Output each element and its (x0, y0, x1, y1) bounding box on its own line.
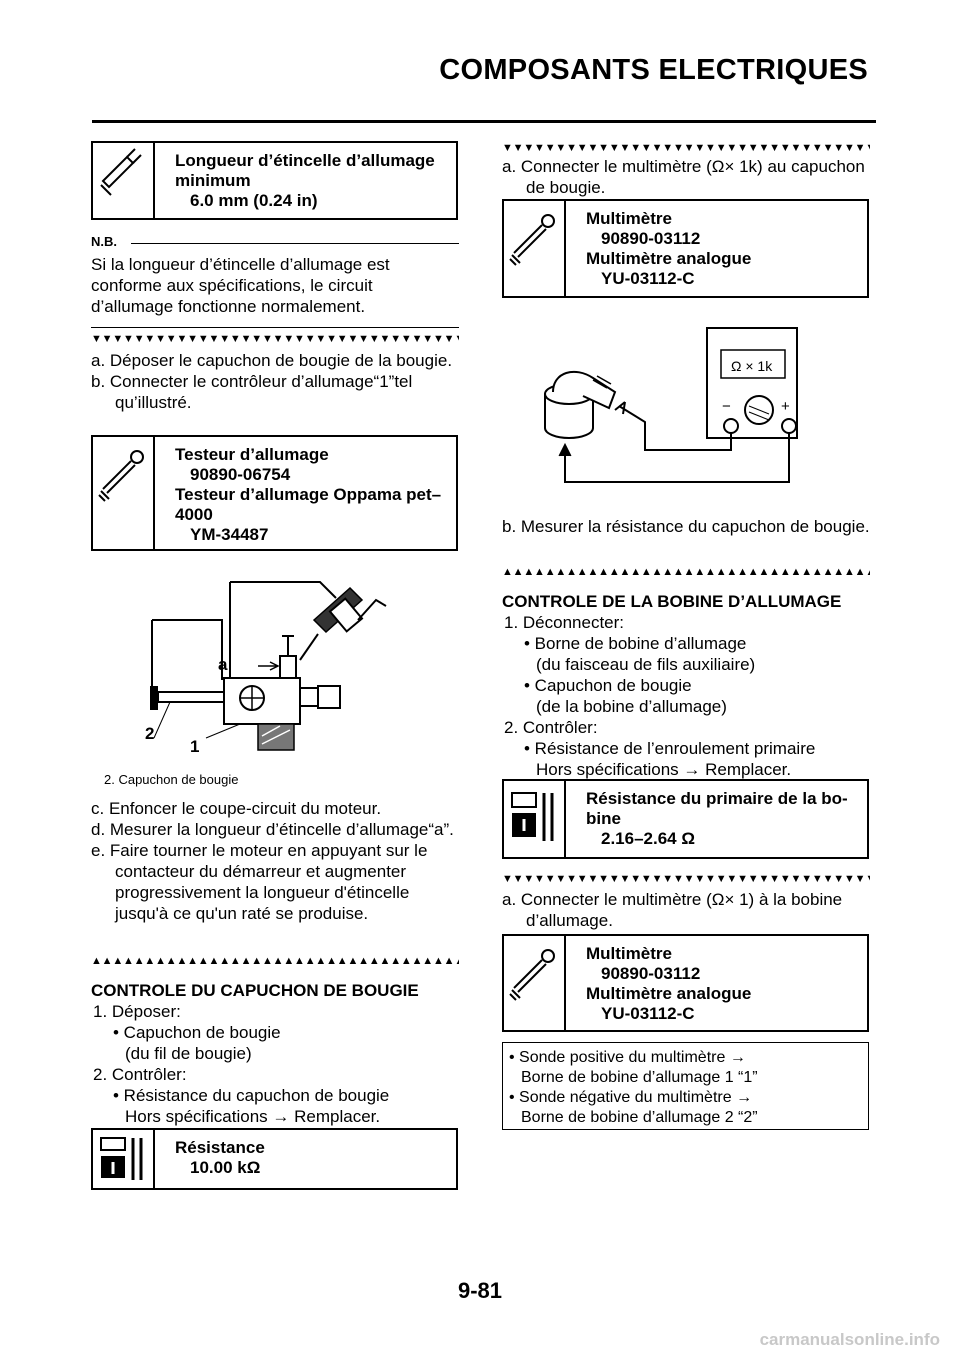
step-a-right: a. Connecter le multimètre (Ω× 1k) au ca… (502, 157, 865, 197)
nb-text: Si la longueur d’étincelle d’allumage es… (91, 255, 390, 316)
step-c: c. Enfoncer le coupe-circuit du moteur. (91, 799, 382, 818)
procedure-start-marker-right: ▼▼▼▼▼▼▼▼▼▼▼▼▼▼▼▼▼▼▼▼▼▼▼▼▼▼▼▼▼▼▼▼▼▼▼ (502, 142, 870, 154)
tool-part-number: 90890-03112 (601, 964, 701, 983)
section-title-spark-plug-cap: CONTROLE DU CAPUCHON DE BOUGIE (91, 981, 419, 1000)
multimeter-spec-icon (93, 1130, 155, 1188)
tool-name-alt-cont: 4000 (175, 505, 213, 524)
step-b-right: b. Mesurer la résistance du capuchon de … (502, 517, 870, 536)
spec-box-primary-resistance: Résistance du primaire de la bo- bine 2.… (502, 779, 869, 859)
item-1: 1. Déconnecter: (504, 613, 625, 632)
tool-name: Multimètre (586, 944, 672, 963)
tool-part-number-alt: YU-03112-C (601, 269, 695, 288)
fig-label-2: 2 (145, 724, 155, 743)
meter-range-label: Ω × 1k (731, 358, 773, 374)
probe-negative: • Sonde négative du multimètre → (509, 1089, 753, 1106)
tool-name-alt: Multimètre analogue (586, 249, 752, 268)
item-1-bullet-1-sub: (du faisceau de fils auxiliaire) (536, 655, 756, 674)
tool-part-number-alt: YU-03112-C (601, 1004, 695, 1023)
tool-box-ignition-tester: Testeur d’allumage 90890-06754 Testeur d… (91, 435, 458, 551)
probe-negative-target: Borne de bobine d’allumage 2 “2” (521, 1109, 758, 1126)
page-number: 9-81 (457, 1278, 503, 1303)
step-d: d. Mesurer la longueur d’étincelle d’all… (91, 820, 454, 839)
tool-name: Multimètre (586, 209, 672, 228)
step-e: e. Faire tourner le moteur en appuyant s… (91, 841, 428, 923)
meter-minus-label: − (722, 398, 731, 415)
procedure-end-marker-right: ▲▲▲▲▲▲▲▲▲▲▲▲▲▲▲▲▲▲▲▲▲▲▲▲▲▲▲▲▲▲▲▲▲▲▲ (502, 566, 870, 578)
fig-caption: 2. Capuchon de bougie (104, 772, 239, 787)
step-b: b. Connecter le contrôleur d’allumage“1”… (91, 372, 413, 412)
step-a: a. Déposer le capuchon de bougie de la b… (91, 351, 453, 370)
spec-title-line1: Résistance du primaire de la bo- (586, 789, 848, 808)
item-2-bullet-sub: Hors spécifications → Remplacer. (536, 760, 792, 779)
spec-box-spark-gap: Longueur d’étincelle d’allumage minimum … (91, 141, 458, 220)
probe-positive: • Sonde positive du multimètre → (509, 1049, 746, 1066)
tool-part-number-alt: YM-34487 (190, 525, 269, 544)
fig-label-1: 1 (190, 737, 200, 756)
spec-title: Longueur d’étincelle d’allumage minimum (175, 151, 435, 190)
tool-icon (93, 437, 155, 549)
item-2: 2. Contrôler: (504, 718, 598, 737)
item-1: 1. Déposer: (93, 1002, 181, 1021)
spec-title-line2: bine (586, 809, 621, 828)
item-2-bullet: • Résistance de l’enroulement primaire (524, 739, 816, 758)
nb-label: N.B. (91, 234, 117, 249)
step-a-coil: a. Connecter le multimètre (Ω× 1) à la b… (502, 890, 843, 930)
spec-box-cap-resistance: Résistance 10.00 kΩ (91, 1128, 458, 1190)
item-2-bullet: • Résistance du capuchon de bougie (113, 1086, 390, 1105)
item-1-bullet: • Capuchon de bougie (113, 1023, 281, 1042)
header-rule (92, 120, 876, 123)
multimeter-spec-icon (504, 781, 566, 857)
section-title-ignition-coil: CONTROLE DE LA BOBINE D’ALLUMAGE (502, 592, 842, 611)
page-title: COMPOSANTS ELECTRIQUES (439, 54, 868, 86)
tool-icon (504, 936, 566, 1030)
tool-part-number: 90890-06754 (190, 465, 291, 484)
probe-connection-box: • Sonde positive du multimètre → Borne d… (502, 1042, 869, 1130)
probe-positive-target: Borne de bobine d’allumage 1 “1” (521, 1069, 758, 1086)
tool-name: Testeur d’allumage (175, 445, 329, 464)
ignition-tester-illustration (150, 581, 387, 751)
caliper-icon (93, 143, 155, 218)
tool-box-multimeter-1: Multimètre 90890-03112 Multimètre analog… (502, 199, 869, 298)
fig-label-a: a (218, 655, 228, 674)
tool-name-alt: Testeur d’allumage Oppama pet– (175, 485, 442, 504)
item-1-bullet-2: • Capuchon de bougie (524, 676, 692, 695)
procedure-start-marker: ▼▼▼▼▼▼▼▼▼▼▼▼▼▼▼▼▼▼▼▼▼▼▼▼▼▼▼▼▼▼▼▼▼▼▼ (91, 333, 459, 345)
item-1-bullet-1: • Borne de bobine d’allumage (524, 634, 747, 653)
spec-value: 2.16–2.64 Ω (601, 829, 695, 848)
procedure-start-marker-right-2: ▼▼▼▼▼▼▼▼▼▼▼▼▼▼▼▼▼▼▼▼▼▼▼▼▼▼▼▼▼▼▼▼▼▼▼ (502, 873, 870, 885)
tool-name-alt: Multimètre analogue (586, 984, 752, 1003)
multimeter-cap-illustration (544, 327, 798, 483)
spec-value: 6.0 mm (0.24 in) (190, 191, 318, 210)
item-1-bullet-sub: (du fil de bougie) (125, 1044, 252, 1063)
nb-rule (131, 243, 459, 244)
meter-plus-label: + (781, 398, 790, 415)
tool-box-multimeter-2: Multimètre 90890-03112 Multimètre analog… (502, 934, 869, 1032)
spec-value: 10.00 kΩ (190, 1158, 261, 1177)
procedure-end-marker: ▲▲▲▲▲▲▲▲▲▲▲▲▲▲▲▲▲▲▲▲▲▲▲▲▲▲▲▲▲▲▲▲▲▲▲ (91, 955, 459, 967)
spec-title: Résistance (175, 1138, 265, 1157)
tool-icon (504, 201, 566, 296)
item-2-bullet-sub: Hors spécifications → Remplacer. (125, 1107, 381, 1126)
nb-end-rule (91, 327, 459, 328)
tool-part-number: 90890-03112 (601, 229, 701, 248)
item-1-bullet-2-sub: (de la bobine d’allumage) (536, 697, 727, 716)
watermark: carmanualsonline.info (759, 1330, 940, 1349)
item-2: 2. Contrôler: (93, 1065, 187, 1084)
